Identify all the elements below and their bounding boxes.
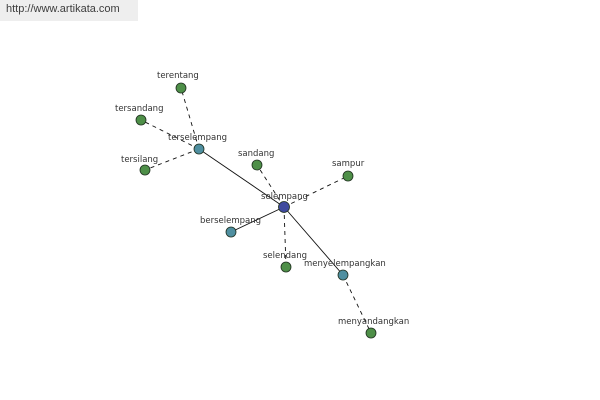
node-label-berselempang[interactable]: berselempang — [200, 216, 261, 226]
node-circle-sandang[interactable] — [251, 159, 263, 171]
node-label-selempang[interactable]: selempang — [261, 192, 308, 202]
node-circle-selendang[interactable] — [280, 261, 292, 273]
node-label-sandang[interactable]: sandang — [238, 149, 274, 159]
node-circle-selempang[interactable] — [278, 201, 290, 213]
node-circle-menyelempangkan[interactable] — [337, 269, 349, 281]
node-label-sampur[interactable]: sampur — [332, 159, 365, 169]
node-circle-sampur[interactable] — [342, 170, 354, 182]
edge-selempang-menyelempangkan — [283, 206, 344, 276]
node-tersandang[interactable]: tersandang — [115, 104, 163, 126]
edge-selempang-sampur — [283, 175, 349, 208]
edges-layer — [140, 87, 372, 334]
node-label-tersilang[interactable]: tersilang — [121, 155, 158, 165]
edge-selempang-terselempang — [198, 148, 285, 208]
node-circle-berselempang[interactable] — [225, 226, 237, 238]
edge-menyelempangkan-menyandangkan — [342, 274, 372, 334]
node-label-terentang[interactable]: terentang — [157, 71, 199, 81]
node-label-tersandang[interactable]: tersandang — [115, 104, 163, 114]
node-label-terselempang[interactable]: terselempang — [168, 133, 227, 143]
node-terentang[interactable]: terentang — [157, 71, 199, 94]
node-label-menyandangkan[interactable]: menyandangkan — [338, 317, 409, 327]
node-menyelempangkan[interactable]: menyelempangkan — [304, 259, 386, 281]
source-url-banner[interactable]: http://www.artikata.com — [0, 0, 138, 21]
node-circle-menyandangkan[interactable] — [365, 327, 377, 339]
node-sandang[interactable]: sandang — [238, 149, 274, 171]
node-label-selendang[interactable]: selendang — [263, 251, 307, 261]
edge-selempang-sandang — [256, 164, 285, 208]
node-tersilang[interactable]: tersilang — [121, 155, 158, 176]
edge-selempang-selendang — [283, 206, 287, 268]
node-circle-tersandang[interactable] — [135, 114, 147, 126]
node-selendang[interactable]: selendang — [263, 251, 307, 273]
node-circle-terentang[interactable] — [175, 82, 187, 94]
node-selempang[interactable]: selempang — [261, 192, 308, 213]
edge-selempang-berselempang — [230, 206, 285, 233]
node-circle-tersilang[interactable] — [139, 164, 151, 176]
node-sampur[interactable]: sampur — [332, 159, 365, 182]
node-label-menyelempangkan[interactable]: menyelempangkan — [304, 259, 386, 269]
edge-terselempang-terentang — [180, 87, 200, 150]
edge-terselempang-tersandang — [140, 119, 200, 150]
node-terselempang[interactable]: terselempang — [168, 133, 227, 155]
nodes-layer: selempang terselempang menyelempangkan bers… — [115, 71, 409, 339]
edge-terselempang-tersilang — [144, 148, 200, 171]
node-menyandangkan[interactable]: menyandangkan — [338, 317, 409, 339]
node-berselempang[interactable]: berselempang — [200, 216, 261, 238]
node-circle-terselempang[interactable] — [193, 143, 205, 155]
